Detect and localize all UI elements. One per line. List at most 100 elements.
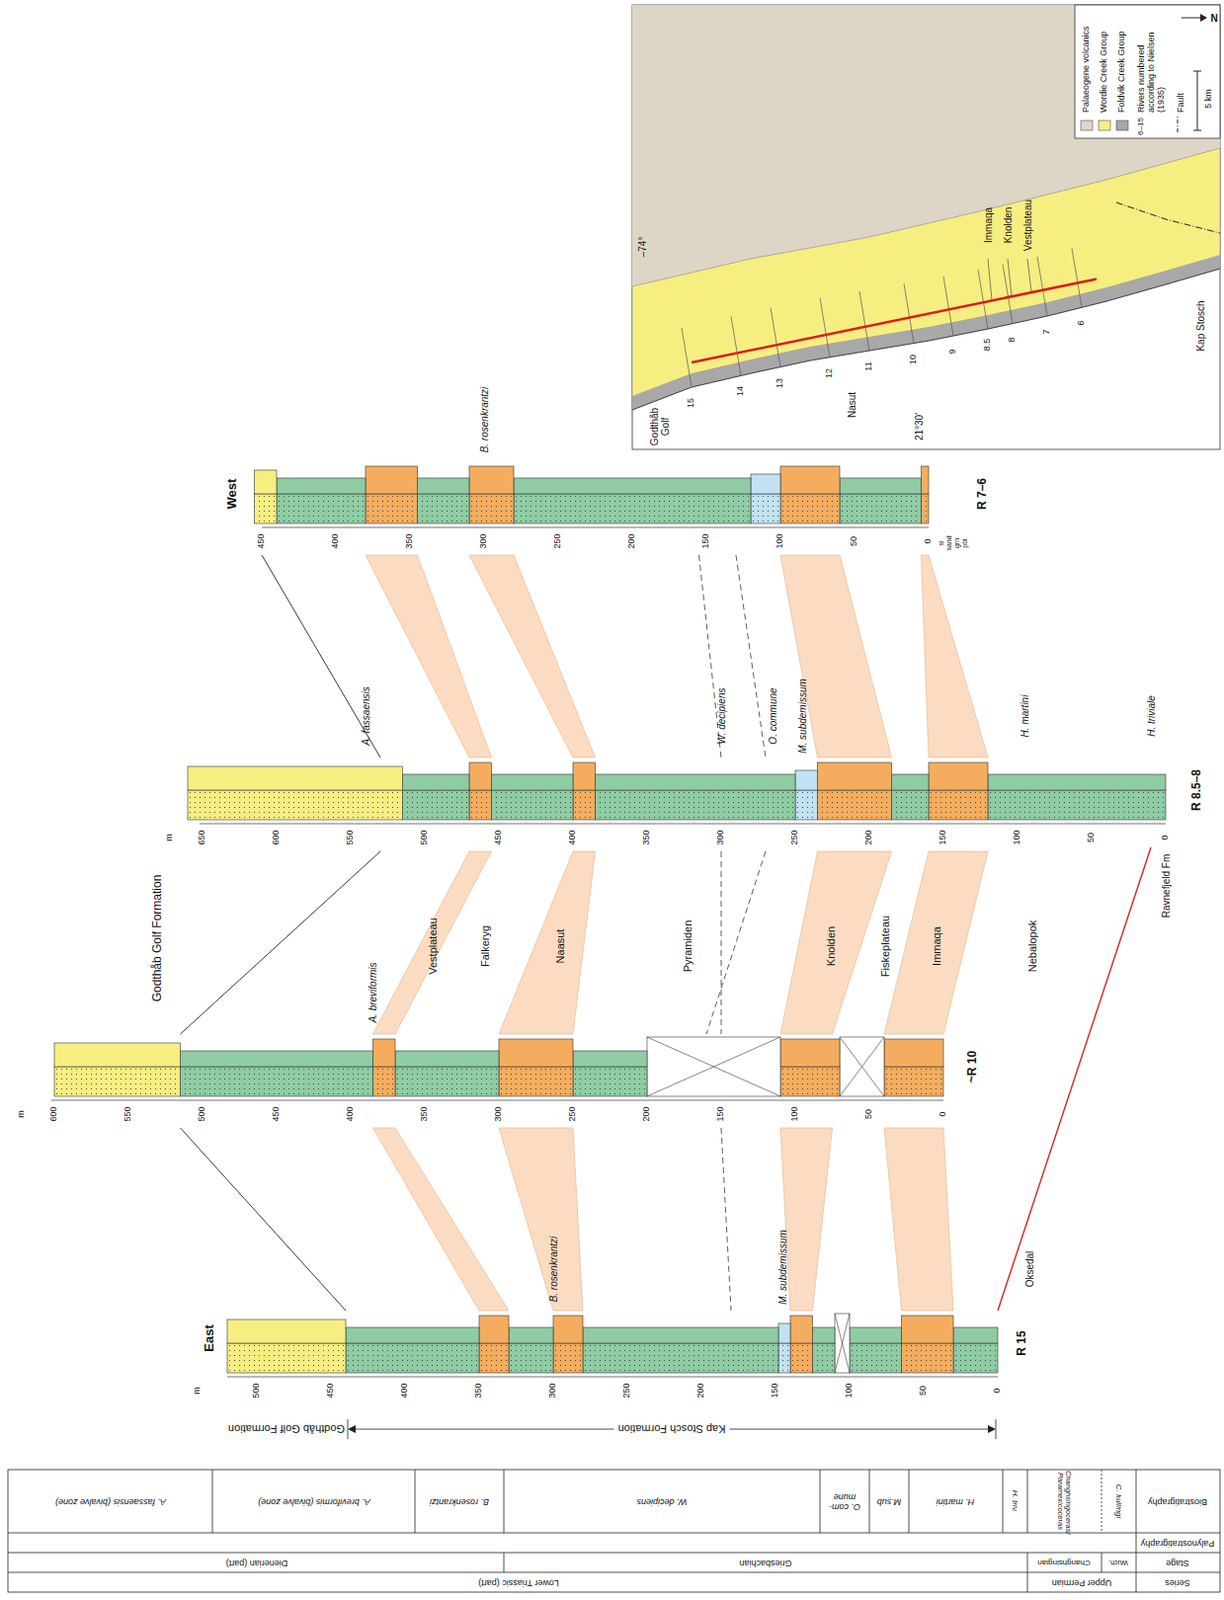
- table-row-line: [7, 1552, 1221, 1554]
- grain-pattern: [553, 1343, 583, 1374]
- lithology-cell: [839, 493, 922, 524]
- label: Griesbachian: [738, 1557, 792, 1568]
- label: 100: [844, 1383, 855, 1398]
- label: 100: [1012, 829, 1023, 845]
- label: 150: [701, 533, 712, 549]
- lithology-cell: [780, 1066, 840, 1097]
- lithology-cell: [778, 1343, 791, 1374]
- table-cell-line: [908, 1469, 910, 1534]
- lithology-cell: [365, 493, 418, 524]
- lithology-cell: [469, 493, 514, 524]
- label: Godthåb Golf: [649, 405, 671, 449]
- lithology-cell: [790, 1343, 814, 1374]
- label: M.sub: [877, 1496, 902, 1507]
- label: M. subdemissum: [797, 678, 809, 754]
- label: 250: [553, 533, 564, 549]
- scale-axis: [51, 1100, 944, 1102]
- label: 150: [938, 829, 949, 845]
- grain-pattern: [479, 1343, 509, 1374]
- weathering-profile: [582, 1327, 779, 1344]
- weathering-profile: [790, 1315, 814, 1344]
- cover-cross: [647, 1037, 781, 1097]
- bracket-tick: [995, 1419, 997, 1440]
- label: grn: [953, 538, 962, 549]
- grain-pattern: [395, 1066, 499, 1097]
- table-cell-line: [1027, 1469, 1029, 1534]
- table-cell-line: [1027, 1552, 1029, 1573]
- scale-axis: [199, 823, 1166, 825]
- label: Dienerian (part): [226, 1557, 289, 1568]
- label: A. breviformis: [367, 962, 379, 1023]
- leader-line: [1027, 258, 1032, 292]
- grain-pattern: [987, 790, 1166, 820]
- lithology-cell: [479, 1343, 509, 1374]
- grain-pattern: [892, 790, 930, 820]
- formation-boundary: [261, 555, 381, 758]
- label: 50: [864, 1109, 875, 1120]
- weathering-profile: [403, 774, 471, 791]
- label: H. martini: [936, 1496, 976, 1507]
- label: Pyramiden: [681, 920, 694, 974]
- grain-pattern: [582, 1343, 779, 1374]
- lithology-cell: [928, 790, 988, 820]
- leader-line: [987, 258, 992, 301]
- label: 500: [197, 1106, 208, 1122]
- covered-interval: [839, 1037, 885, 1097]
- table-cell-line: [1027, 1572, 1029, 1593]
- weathering-profile: [901, 1315, 955, 1344]
- weathering-profile: [373, 1039, 397, 1067]
- label: 550: [345, 829, 356, 845]
- table-cell-line: [1101, 1552, 1103, 1573]
- lithology-cell: [513, 493, 751, 524]
- covered-interval: [834, 1313, 850, 1374]
- label: 450: [493, 829, 504, 845]
- lithology-cell: [403, 790, 471, 820]
- correlation-band: [884, 851, 988, 1035]
- bracket-tick: [347, 1419, 349, 1440]
- lithology-cell: [595, 790, 797, 820]
- weathering-profile: [795, 770, 818, 791]
- label: Kap Stosch Formation: [614, 1423, 731, 1436]
- label: A. breviformis (bivalve zone): [220, 1496, 408, 1507]
- coastline: [632, 268, 1221, 410]
- scale-tick: [1193, 71, 1202, 73]
- grain-pattern: [365, 493, 418, 524]
- covered-interval: [647, 1037, 781, 1097]
- weathering-profile: [849, 1327, 902, 1344]
- correlation-band: [884, 1128, 954, 1311]
- grain-pattern: [469, 790, 492, 820]
- label: 450: [256, 533, 267, 549]
- label: 300: [548, 1383, 559, 1398]
- table-cell-line: [869, 1469, 871, 1534]
- label: Changhsingoceras/ Paramexicoceras: [1056, 1470, 1073, 1533]
- lithology-cell: [417, 493, 471, 524]
- label: 600: [49, 1106, 60, 1122]
- label: 0: [992, 1387, 1003, 1393]
- label: si: [937, 540, 946, 546]
- table-cell-line: [212, 1469, 214, 1534]
- label: H. triviale: [1145, 695, 1157, 737]
- label: W. decipiens: [636, 1496, 687, 1507]
- wordie-creek-area: [632, 148, 1221, 410]
- label: 150: [770, 1383, 781, 1398]
- weathering-profile: [365, 466, 418, 494]
- label: Lower Triassic (part): [478, 1577, 560, 1588]
- label: 400: [400, 1383, 410, 1398]
- grain-pattern: [345, 1343, 480, 1374]
- label: W. decipiens: [716, 688, 728, 745]
- grain-pattern: [780, 493, 840, 524]
- label: 12: [824, 368, 835, 379]
- legend-swatch: [1098, 120, 1111, 131]
- fault: [1116, 202, 1221, 234]
- river: [770, 308, 781, 368]
- label: Upper Permian: [1052, 1577, 1113, 1588]
- label: Fault: [1176, 13, 1187, 113]
- label: Nasut: [846, 392, 858, 418]
- lithology-cell: [849, 1343, 902, 1374]
- grain-pattern: [513, 493, 751, 524]
- table-cell-line: [1002, 1469, 1004, 1534]
- label: 6–15: [1137, 117, 1146, 136]
- table-cell-line: [819, 1469, 821, 1534]
- correlation-band: [498, 851, 596, 1035]
